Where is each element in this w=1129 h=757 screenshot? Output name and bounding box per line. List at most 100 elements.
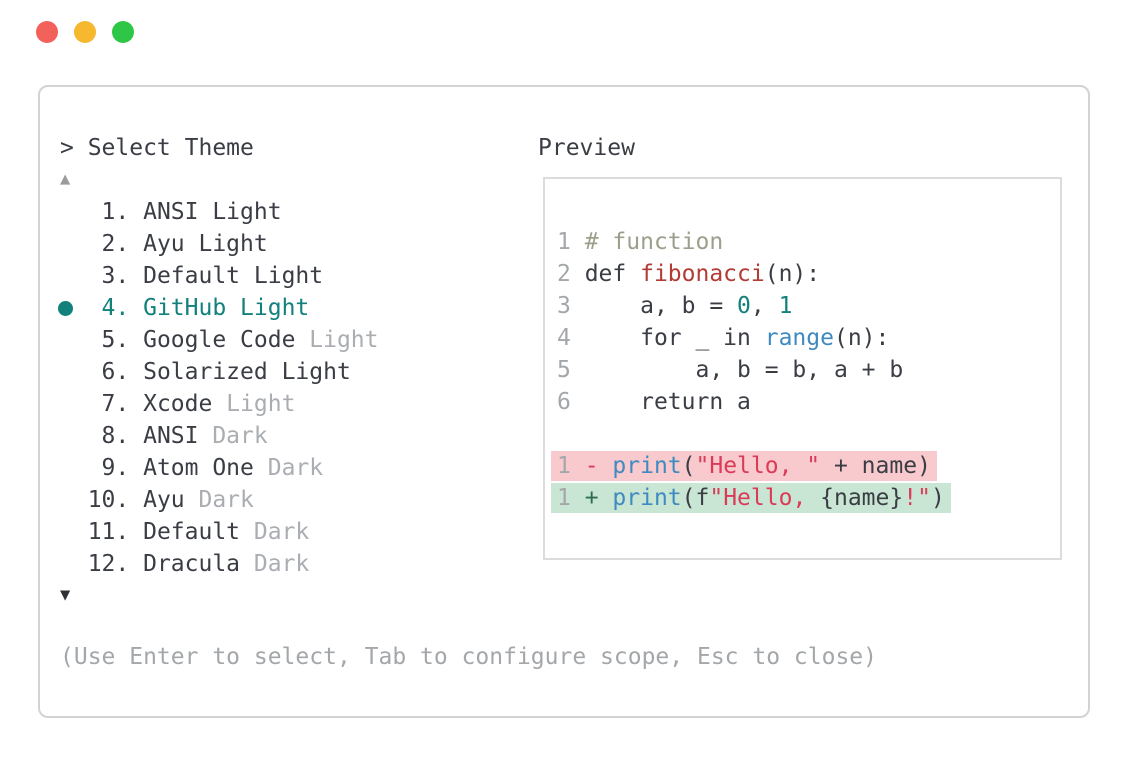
code-token-builtin: print bbox=[612, 485, 682, 511]
code-line-4: 4 for _ in range(n): bbox=[557, 322, 1060, 354]
theme-item-number: 8. bbox=[60, 423, 144, 449]
theme-item-number: 12. bbox=[60, 551, 144, 577]
theme-item-number: 1. bbox=[60, 199, 144, 225]
theme-item-variant-label: Dark bbox=[253, 455, 324, 481]
theme-item-variant-label: Dark bbox=[240, 519, 310, 545]
code-line-number: 3 bbox=[557, 293, 585, 319]
theme-item-variant-label: Light bbox=[295, 327, 379, 353]
theme-item-xcode-light[interactable]: 7. Xcode Light bbox=[60, 388, 379, 420]
code-token-string: !" bbox=[903, 485, 931, 511]
code-token-funcname: fibonacci bbox=[640, 261, 765, 287]
code-line-6: 6 return a bbox=[557, 386, 1060, 418]
theme-item-number: 7. bbox=[60, 391, 144, 417]
code-token-plain: return a bbox=[584, 389, 751, 415]
code-blank-line bbox=[557, 418, 1060, 450]
code-token-builtin: range bbox=[764, 325, 834, 351]
select-theme-prompt: > Select Theme bbox=[60, 135, 254, 161]
diff-line-number: 1 bbox=[557, 485, 585, 511]
code-token-number: 1 bbox=[778, 293, 793, 319]
diff-minus-icon: - bbox=[584, 453, 613, 479]
theme-item-label: Atom One bbox=[143, 455, 254, 481]
theme-item-number: 5. bbox=[60, 327, 144, 353]
diff-lines: 1 - print("Hello, " + name)1 + print(f"H… bbox=[551, 450, 1060, 514]
code-token-number: 0 bbox=[737, 293, 751, 319]
code-token-plain: ) bbox=[930, 485, 945, 511]
theme-item-label: Dracula bbox=[143, 551, 241, 577]
code-token-plain: (n): bbox=[833, 325, 890, 351]
theme-item-label: Ayu Light bbox=[143, 231, 268, 257]
zoom-button-icon[interactable] bbox=[112, 21, 134, 43]
theme-item-variant-label: Dark bbox=[198, 423, 268, 449]
scroll-up-icon[interactable]: ▲ bbox=[60, 169, 71, 189]
theme-item-number: 10. bbox=[60, 487, 144, 513]
code-line-5: 5 a, b = b, a + b bbox=[557, 354, 1060, 386]
theme-item-number: 11. bbox=[60, 519, 144, 545]
selected-bullet-icon bbox=[58, 301, 73, 316]
theme-item-atom-one-dark[interactable]: 9. Atom One Dark bbox=[60, 452, 379, 484]
theme-item-number: 3. bbox=[60, 263, 144, 289]
theme-item-label: Google Code bbox=[143, 327, 296, 353]
theme-item-github-light[interactable]: 4. GitHub Light bbox=[58, 292, 379, 324]
theme-item-solarized-light[interactable]: 6. Solarized Light bbox=[60, 356, 379, 388]
code-line-3: 3 a, b = 0, 1 bbox=[557, 290, 1060, 322]
code-token-plain: (n): bbox=[764, 261, 821, 287]
code-token-string: "Hello, bbox=[709, 485, 821, 511]
code-line-number: 5 bbox=[557, 357, 585, 383]
diff-line-number: 1 bbox=[557, 453, 585, 479]
diff-line-removed: 1 - print("Hello, " + name) bbox=[551, 450, 1060, 482]
code-token-plain: + name) bbox=[820, 453, 931, 479]
code-token-plain: {name} bbox=[820, 485, 904, 511]
preview-title: Preview bbox=[538, 135, 635, 161]
theme-item-variant-label: Dark bbox=[184, 487, 254, 513]
theme-item-ayu-dark[interactable]: 10. Ayu Dark bbox=[60, 484, 379, 516]
code-token-comment: # function bbox=[584, 229, 724, 255]
theme-item-label: ANSI bbox=[143, 423, 199, 449]
theme-item-google-code-light[interactable]: 5. Google Code Light bbox=[60, 324, 379, 356]
theme-item-label: Xcode bbox=[143, 391, 213, 417]
theme-selector-panel: > Select Theme ▲ 1. ANSI Light 2. Ayu Li… bbox=[38, 85, 1090, 718]
theme-item-label: Ayu bbox=[143, 487, 185, 513]
theme-item-number: 4. bbox=[60, 295, 144, 321]
footer-hint: (Use Enter to select, Tab to configure s… bbox=[60, 644, 877, 670]
theme-item-label: Default bbox=[143, 519, 241, 545]
code-token-builtin: print bbox=[612, 453, 682, 479]
code-token-string: "Hello, " bbox=[695, 453, 821, 479]
code-line-number: 1 bbox=[557, 229, 585, 255]
diff-plus-icon: + bbox=[584, 485, 613, 511]
theme-item-label: ANSI Light bbox=[143, 199, 282, 225]
code-line-2: 2 def fibonacci(n): bbox=[557, 258, 1060, 290]
code-line-1: 1 # function bbox=[557, 226, 1060, 258]
theme-item-number: 9. bbox=[60, 455, 144, 481]
theme-item-dracula-dark[interactable]: 12. Dracula Dark bbox=[60, 548, 379, 580]
theme-item-ansi-dark[interactable]: 8. ANSI Dark bbox=[60, 420, 379, 452]
code-line-number: 6 bbox=[557, 389, 585, 415]
code-token-plain: for _ in bbox=[584, 325, 765, 351]
diff-highlight-added: 1 + print(f"Hello, {name}!") bbox=[551, 483, 951, 513]
theme-item-ansi-light[interactable]: 1. ANSI Light bbox=[60, 196, 379, 228]
code-token-plain: a, b = bbox=[584, 293, 738, 319]
theme-item-number: 2. bbox=[60, 231, 144, 257]
diff-line-added: 1 + print(f"Hello, {name}!") bbox=[551, 482, 1060, 514]
theme-item-label: GitHub Light bbox=[143, 295, 310, 321]
window-controls bbox=[36, 21, 134, 43]
scroll-down-icon[interactable]: ▼ bbox=[60, 585, 71, 605]
close-button-icon[interactable] bbox=[36, 21, 58, 43]
theme-item-label: Default Light bbox=[143, 263, 324, 289]
diff-highlight-removed: 1 - print("Hello, " + name) bbox=[551, 451, 937, 481]
code-line-number: 2 bbox=[557, 261, 585, 287]
theme-item-variant-label: Dark bbox=[240, 551, 310, 577]
theme-item-number: 6. bbox=[60, 359, 144, 385]
theme-item-ayu-light[interactable]: 2. Ayu Light bbox=[60, 228, 379, 260]
theme-list: 1. ANSI Light 2. Ayu Light 3. Default Li… bbox=[58, 196, 379, 580]
code-line-number: 4 bbox=[557, 325, 585, 351]
minimize-button-icon[interactable] bbox=[74, 21, 96, 43]
theme-item-default-light[interactable]: 3. Default Light bbox=[60, 260, 379, 292]
code-token-plain: (f bbox=[681, 485, 710, 511]
code-token-plain: def bbox=[584, 261, 641, 287]
theme-item-variant-label: Light bbox=[212, 391, 296, 417]
code-token-plain: a, b = b, a + b bbox=[584, 357, 904, 383]
theme-item-default-dark[interactable]: 11. Default Dark bbox=[60, 516, 379, 548]
code-token-plain: ( bbox=[681, 453, 696, 479]
